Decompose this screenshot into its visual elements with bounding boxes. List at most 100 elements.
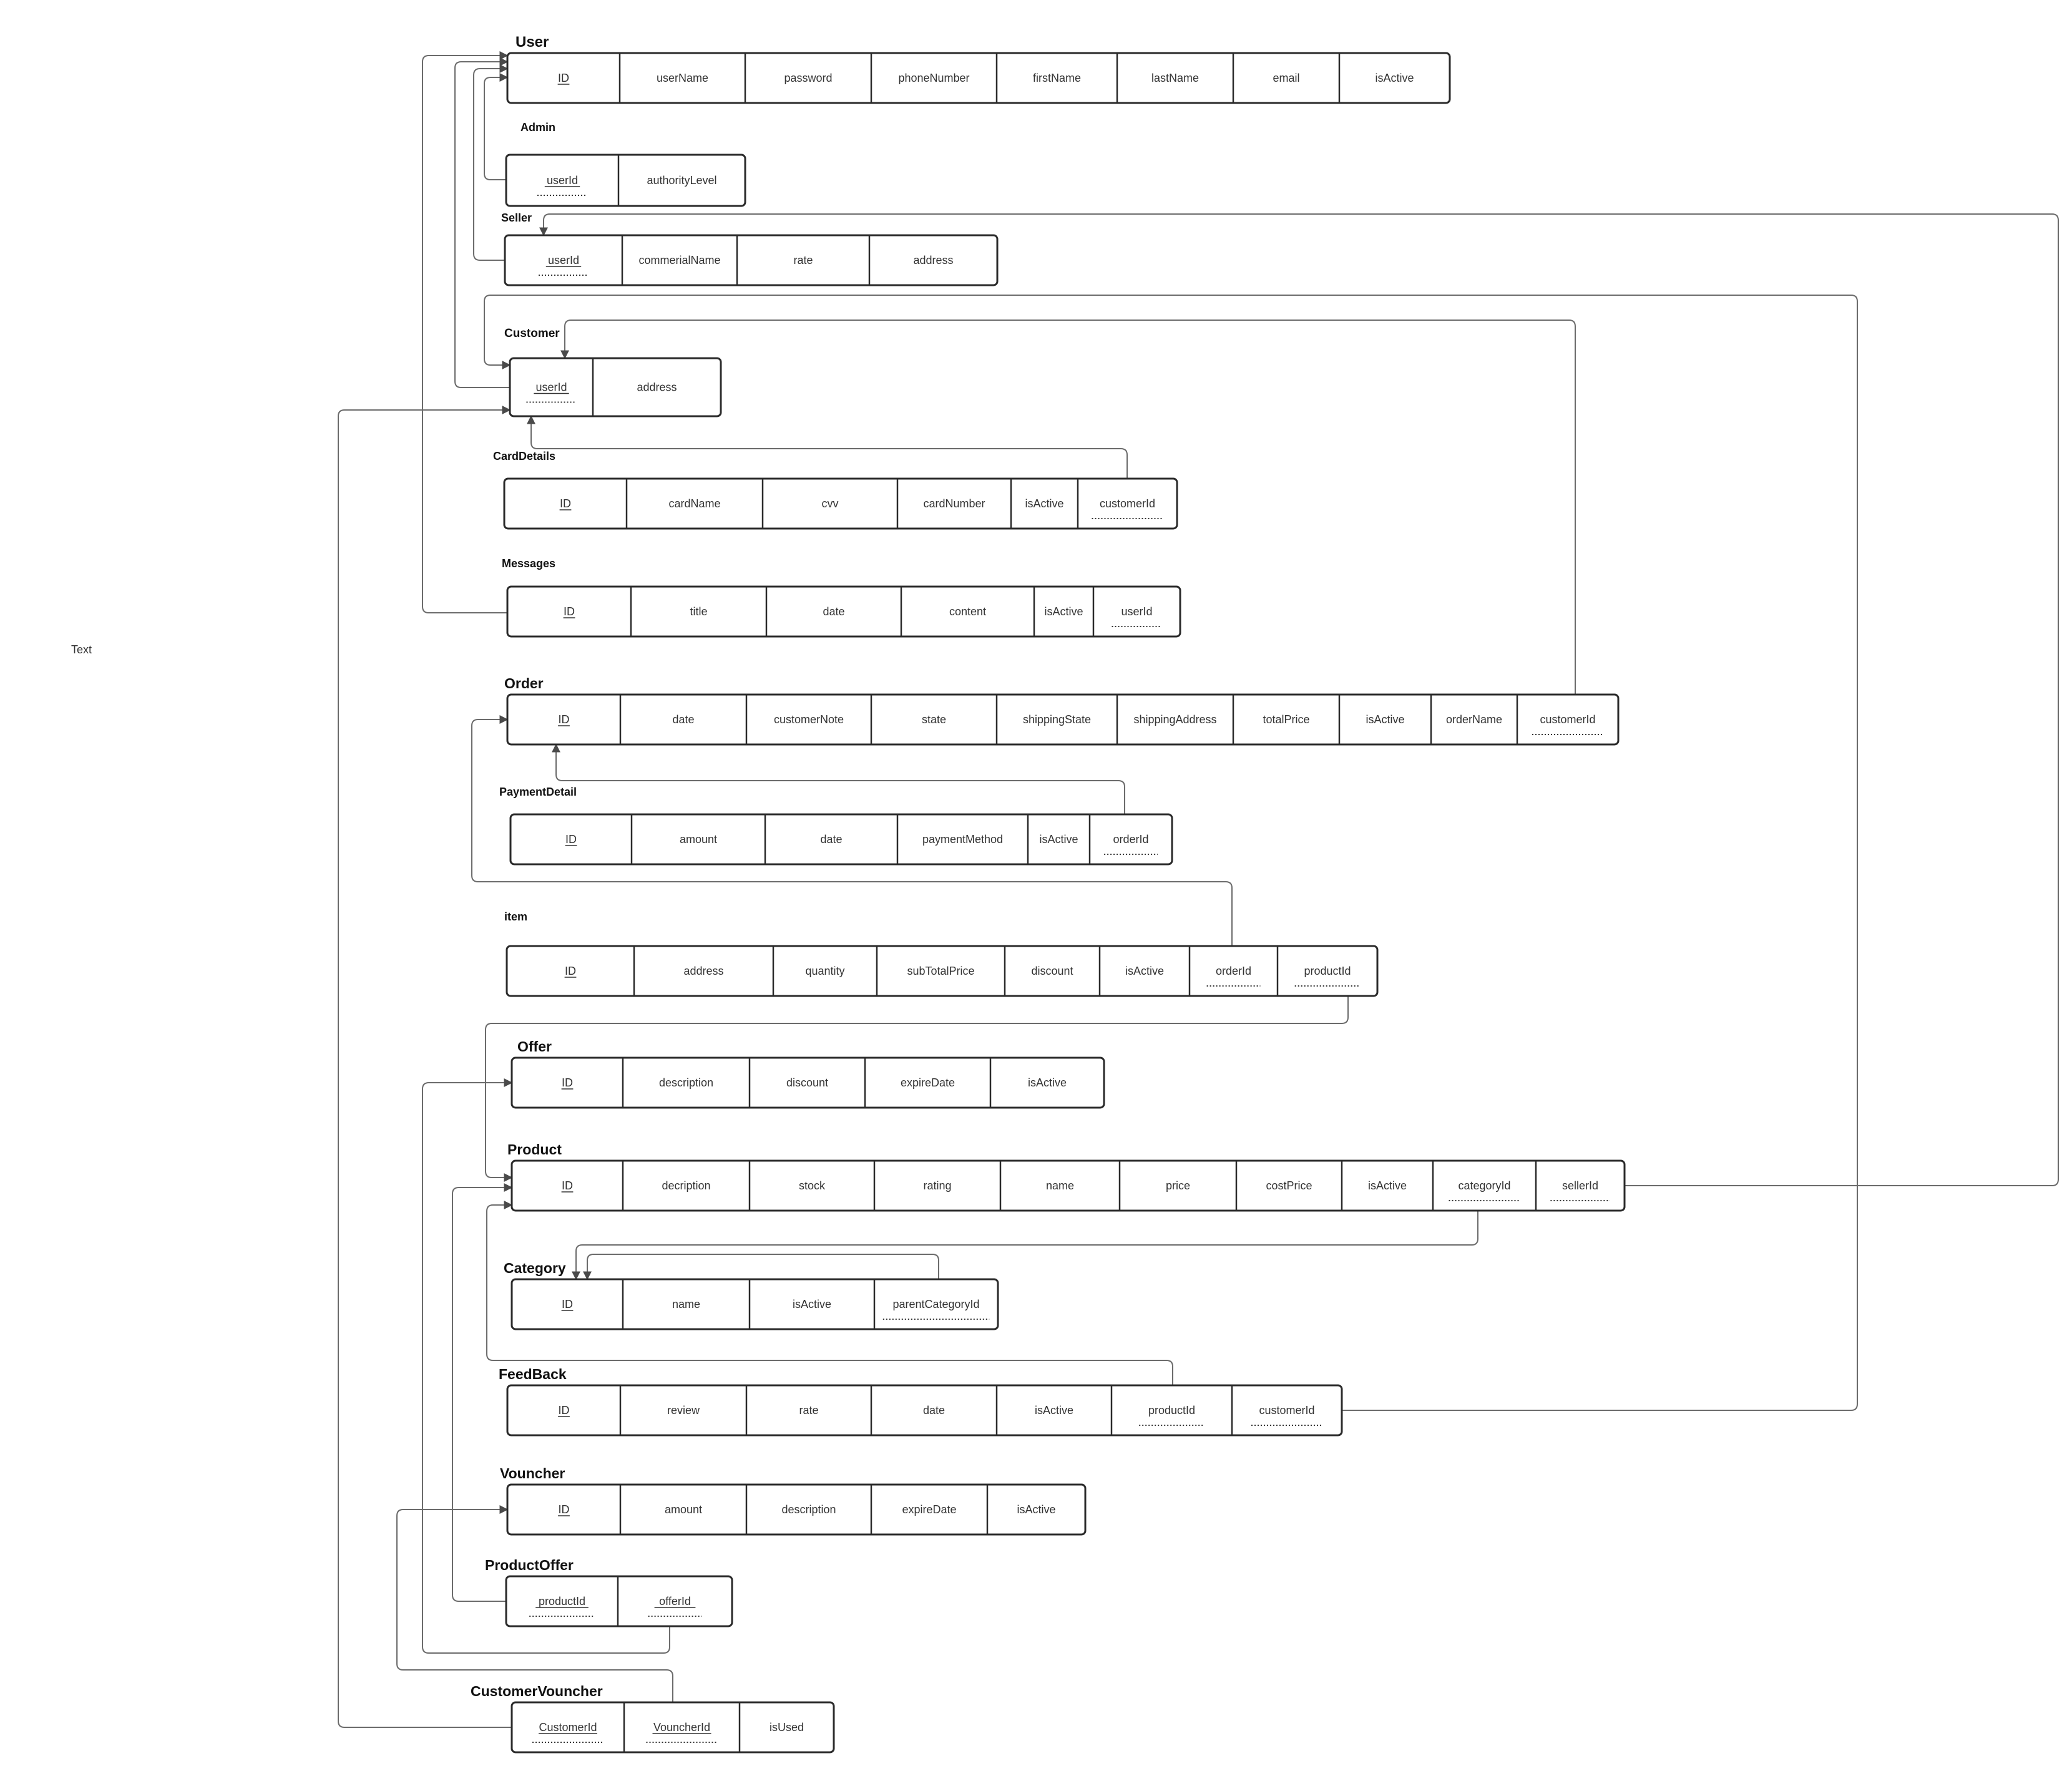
- field-firstname[interactable]: firstName: [1033, 72, 1081, 84]
- field-username[interactable]: userName: [657, 72, 708, 84]
- field-totalprice[interactable]: totalPrice: [1263, 713, 1309, 726]
- field-customerid[interactable]: customerId: [1259, 1404, 1314, 1417]
- field-stock[interactable]: stock: [799, 1179, 826, 1192]
- field-shippingaddress[interactable]: shippingAddress: [1133, 713, 1216, 726]
- field-vouncherid[interactable]: VouncherId: [653, 1721, 710, 1734]
- field-review[interactable]: review: [667, 1404, 700, 1417]
- field-rate[interactable]: rate: [799, 1404, 818, 1417]
- field-state[interactable]: state: [922, 713, 946, 726]
- field-isactive[interactable]: isActive: [1035, 1404, 1073, 1417]
- field-id[interactable]: ID: [565, 965, 576, 977]
- field-price[interactable]: price: [1166, 1179, 1190, 1192]
- field-isactive[interactable]: isActive: [1366, 713, 1404, 726]
- field-userid[interactable]: userId: [535, 381, 567, 394]
- field-expiredate[interactable]: expireDate: [902, 1503, 956, 1516]
- field-date[interactable]: date: [672, 713, 694, 726]
- field-orderid[interactable]: orderId: [1113, 833, 1148, 846]
- field-commerialname[interactable]: commerialName: [638, 254, 720, 266]
- field-isactive[interactable]: isActive: [1028, 1076, 1067, 1089]
- field-costprice[interactable]: costPrice: [1266, 1179, 1312, 1192]
- field-subtotalprice[interactable]: subTotalPrice: [907, 965, 974, 977]
- field-id[interactable]: ID: [559, 1503, 570, 1516]
- field-categoryid[interactable]: categoryId: [1458, 1179, 1510, 1192]
- field-password[interactable]: password: [784, 72, 832, 84]
- field-date[interactable]: date: [820, 833, 842, 846]
- field-id[interactable]: ID: [562, 1179, 573, 1192]
- field-content[interactable]: content: [949, 605, 986, 618]
- field-quantity[interactable]: quantity: [805, 965, 844, 977]
- field-sellerid[interactable]: sellerId: [1562, 1179, 1598, 1192]
- field-expiredate[interactable]: expireDate: [901, 1076, 955, 1089]
- field-email[interactable]: email: [1273, 72, 1299, 84]
- field-shippingstate[interactable]: shippingState: [1023, 713, 1091, 726]
- field-productid[interactable]: productId: [1304, 965, 1351, 977]
- field-id[interactable]: ID: [559, 1404, 570, 1417]
- field-title[interactable]: title: [690, 605, 707, 618]
- field-userid[interactable]: userId: [547, 174, 578, 187]
- field-isactive[interactable]: isActive: [1039, 833, 1078, 846]
- field-ordername[interactable]: orderName: [1446, 713, 1502, 726]
- field-description[interactable]: description: [781, 1503, 836, 1516]
- field-offerid[interactable]: offerId: [659, 1595, 691, 1607]
- field-decription[interactable]: decription: [662, 1179, 710, 1192]
- field-customernote[interactable]: customerNote: [774, 713, 844, 726]
- field-productid[interactable]: productId: [539, 1595, 585, 1607]
- field-id[interactable]: ID: [565, 833, 577, 846]
- field-isactive[interactable]: isActive: [793, 1298, 831, 1310]
- field-id[interactable]: ID: [562, 1298, 573, 1310]
- field-isused[interactable]: isUsed: [770, 1721, 804, 1734]
- field-isactive[interactable]: isActive: [1375, 72, 1414, 84]
- field-rate[interactable]: rate: [793, 254, 813, 266]
- field-isactive[interactable]: isActive: [1025, 497, 1063, 510]
- field-isactive[interactable]: isActive: [1017, 1503, 1055, 1516]
- field-id[interactable]: ID: [558, 72, 569, 84]
- field-id[interactable]: ID: [562, 1076, 573, 1089]
- field-cardnumber[interactable]: cardNumber: [923, 497, 985, 510]
- field-id[interactable]: ID: [564, 605, 575, 618]
- field-date[interactable]: date: [923, 1404, 945, 1417]
- field-id[interactable]: ID: [560, 497, 571, 510]
- field-isactive[interactable]: isActive: [1125, 965, 1164, 977]
- field-customerid[interactable]: customerId: [1100, 497, 1155, 510]
- field-address[interactable]: address: [913, 254, 953, 266]
- field-parentcategoryid[interactable]: parentCategoryId: [892, 1298, 979, 1310]
- field-paymentmethod[interactable]: paymentMethod: [922, 833, 1003, 846]
- field-customerid[interactable]: CustomerId: [539, 1721, 597, 1734]
- field-amount[interactable]: amount: [680, 833, 717, 846]
- field-amount[interactable]: amount: [665, 1503, 702, 1516]
- field-cvv[interactable]: cvv: [822, 497, 839, 510]
- field-discount[interactable]: discount: [1031, 965, 1073, 977]
- field-isactive[interactable]: isActive: [1368, 1179, 1407, 1192]
- field-cardname[interactable]: cardName: [668, 497, 720, 510]
- field-address[interactable]: address: [683, 965, 723, 977]
- field-address[interactable]: address: [637, 381, 677, 394]
- field-rating[interactable]: rating: [923, 1179, 951, 1192]
- field-userid[interactable]: userId: [1121, 605, 1152, 618]
- field-orderid[interactable]: orderId: [1216, 965, 1251, 977]
- field-name[interactable]: name: [672, 1298, 700, 1310]
- field-date[interactable]: date: [823, 605, 844, 618]
- field-discount[interactable]: discount: [786, 1076, 828, 1089]
- field-id[interactable]: ID: [559, 713, 570, 726]
- field-description[interactable]: description: [659, 1076, 713, 1089]
- field-userid[interactable]: userId: [548, 254, 579, 266]
- field-productid[interactable]: productId: [1148, 1404, 1195, 1417]
- field-isactive[interactable]: isActive: [1044, 605, 1083, 618]
- field-phonenumber[interactable]: phoneNumber: [898, 72, 969, 84]
